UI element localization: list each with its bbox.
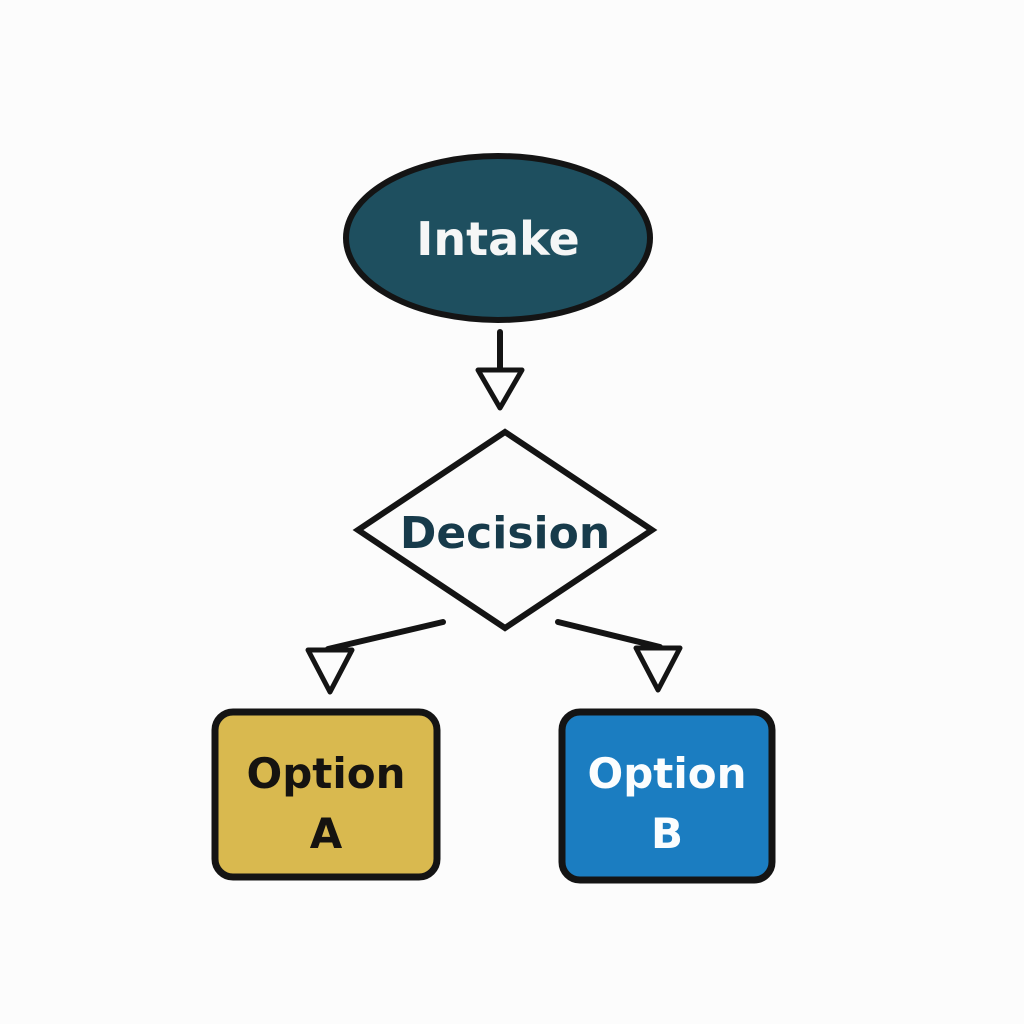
node-intake: Intake xyxy=(343,153,653,323)
option-a-label-line2: A xyxy=(310,809,343,858)
intake-ellipse-shape xyxy=(343,153,653,323)
node-decision: Decision xyxy=(352,428,658,632)
node-option-b: Option B xyxy=(558,708,776,884)
edge-intake-to-decision xyxy=(475,329,525,411)
arrowhead-down-right-icon xyxy=(633,645,683,693)
arrowhead-down-center-icon xyxy=(475,367,525,411)
decision-diamond-shape xyxy=(352,428,658,632)
option-b-label-line2: B xyxy=(651,809,683,858)
arrowhead-down-left-icon xyxy=(305,647,355,695)
option-b-label-line1: Option xyxy=(588,749,747,798)
node-option-a: Option A xyxy=(211,708,441,881)
edge-line-decision-option-a xyxy=(325,619,446,652)
edge-decision-to-option-a xyxy=(305,619,446,695)
option-b-rect-shape xyxy=(558,708,776,884)
option-a-label-line1: Option xyxy=(247,749,406,798)
edge-line-decision-option-b xyxy=(555,619,663,650)
decision-label: Decision xyxy=(400,508,610,559)
intake-label: Intake xyxy=(416,212,579,266)
option-a-rect-shape xyxy=(211,708,441,881)
edge-decision-to-option-b xyxy=(555,619,683,693)
